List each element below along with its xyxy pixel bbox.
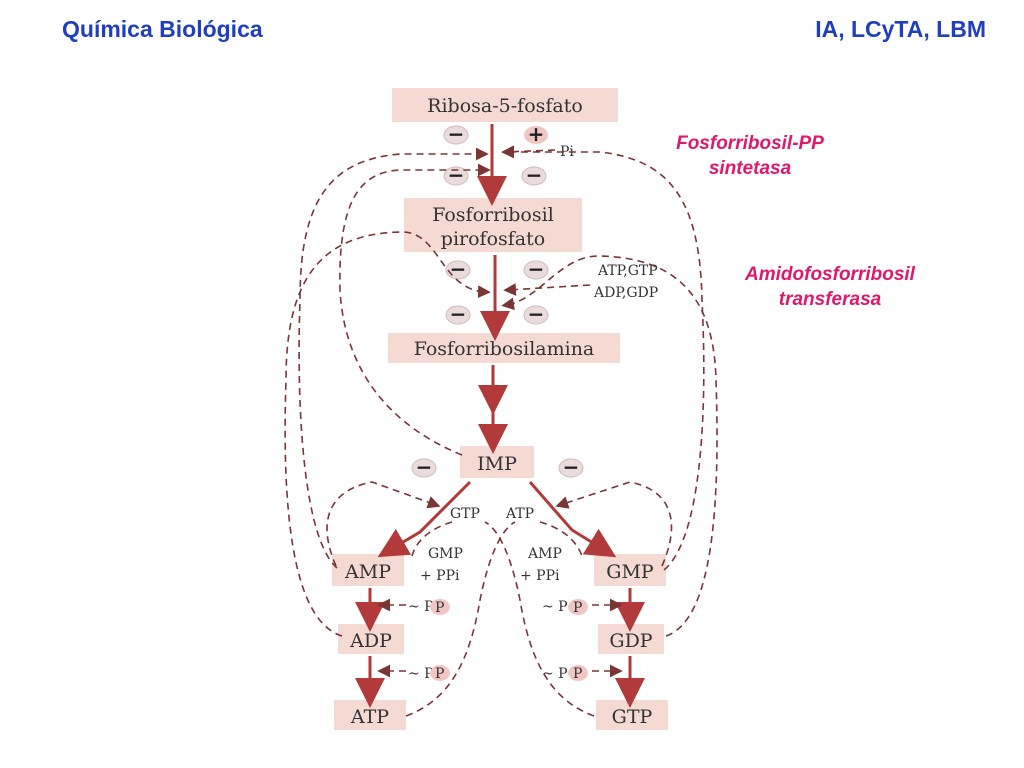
gmp-products-line1: AMP bbox=[527, 546, 562, 562]
phosphate-p: P bbox=[573, 600, 582, 616]
effectors-line2: ADP,GDP bbox=[593, 285, 658, 301]
phosphate-input-gmp-gdp: ~ P bbox=[542, 599, 568, 615]
imp-label: IMP bbox=[477, 453, 517, 475]
prpp-label-line2: pirofosfato bbox=[441, 228, 545, 250]
feedback-gdp-to-amidotransferase bbox=[501, 255, 718, 637]
amp-products-line1: GMP bbox=[428, 546, 463, 562]
feedback-gmp-to-imp-branch bbox=[555, 481, 673, 567]
phosphate-input-amp-adp: ~ P bbox=[408, 599, 434, 615]
minus-sign: − bbox=[528, 302, 545, 326]
effectors-inhibition-arrow bbox=[503, 283, 591, 296]
phosphate-input-gdp-gtp: ~ P bbox=[542, 666, 568, 682]
adp-label: ADP bbox=[349, 630, 392, 652]
phosphate-input-adp-atp: ~ P bbox=[408, 666, 434, 682]
phosphate-p: P bbox=[435, 600, 444, 616]
minus-sign: − bbox=[416, 455, 433, 479]
enzyme-line-2: sintetasa bbox=[708, 158, 792, 179]
gmp-box bbox=[594, 554, 666, 586]
ribose5p-label: Ribosa-5-fosfato bbox=[427, 95, 583, 117]
phosphate-badge bbox=[568, 665, 588, 681]
inhibition-badge bbox=[443, 125, 469, 145]
inhibition-badge bbox=[411, 458, 437, 478]
amp-label: AMP bbox=[344, 561, 391, 583]
effectors-line1: ATP,GTP bbox=[597, 263, 658, 279]
phosphate-badge bbox=[430, 665, 450, 681]
gtp-recycle-loop bbox=[484, 521, 595, 717]
feedback-imp-to-prpp-synthetase bbox=[339, 163, 491, 456]
phosphate-p: P bbox=[435, 666, 444, 682]
enzyme-label-amidotransferase: Amidofosforribosil transferasa bbox=[710, 262, 950, 312]
phosphate-badge bbox=[430, 599, 450, 615]
feedback-gmp-to-prpp-synthetase bbox=[501, 145, 705, 571]
ribose5p-box bbox=[392, 88, 618, 122]
inhibition-badge bbox=[443, 166, 469, 186]
amp-products-line2: + PPi bbox=[420, 568, 460, 584]
inhibition-badge bbox=[521, 166, 547, 186]
atp-label: ATP bbox=[350, 706, 389, 728]
enzyme-label-prpp-synthetase: Fosforribosil-PP sintetasa bbox=[640, 131, 860, 181]
plus-sign: + bbox=[528, 122, 545, 146]
atp-to-gmp-curve bbox=[539, 521, 583, 557]
feedback-amp-to-prpp-synthetase bbox=[298, 147, 489, 569]
minus-sign: − bbox=[528, 257, 545, 281]
inhibition-badge bbox=[558, 458, 584, 478]
minus-sign: − bbox=[450, 302, 467, 326]
inhibition-badge bbox=[523, 305, 549, 325]
minus-sign: − bbox=[563, 455, 580, 479]
arrow-imp-gmp bbox=[528, 481, 617, 558]
arrow-imp-amp bbox=[377, 480, 472, 558]
gmp-label: GMP bbox=[606, 561, 654, 583]
header-title-left: Química Biológica bbox=[62, 16, 263, 42]
gtp-input-label: GTP bbox=[450, 506, 480, 522]
minus-sign: − bbox=[448, 163, 465, 187]
amp-box bbox=[332, 554, 404, 586]
header-title-right: IA, LCyTA, LBM bbox=[815, 16, 986, 42]
pi-label: Pi bbox=[560, 144, 574, 160]
gtp-to-amp-curve bbox=[411, 521, 453, 557]
enzyme-line-2: transferasa bbox=[778, 289, 882, 310]
enzyme-line-1: Fosforribosil-PP bbox=[676, 133, 824, 154]
feedback-amp-to-imp-branch bbox=[326, 481, 441, 567]
atp-input-label: ATP bbox=[505, 506, 534, 522]
gmp-products-line2: + PPi bbox=[520, 568, 560, 584]
pra-label: Fosforribosilamina bbox=[414, 338, 595, 360]
prpp-label-line1: Fosforribosil bbox=[432, 204, 554, 226]
phosphate-p: P bbox=[573, 666, 582, 682]
gdp-label: GDP bbox=[609, 630, 652, 652]
minus-sign: − bbox=[450, 257, 467, 281]
gtp-label: GTP bbox=[612, 706, 653, 728]
minus-sign: − bbox=[448, 122, 465, 146]
feedback-adp-to-amidotransferase bbox=[284, 231, 491, 637]
minus-sign: − bbox=[526, 163, 543, 187]
enzyme-line-1: Amidofosforribosil bbox=[745, 264, 915, 285]
inhibition-badge bbox=[445, 305, 471, 325]
activation-badge bbox=[524, 126, 548, 144]
inhibition-badge bbox=[523, 260, 549, 280]
phosphate-badge bbox=[568, 599, 588, 615]
prpp-box bbox=[404, 198, 582, 252]
